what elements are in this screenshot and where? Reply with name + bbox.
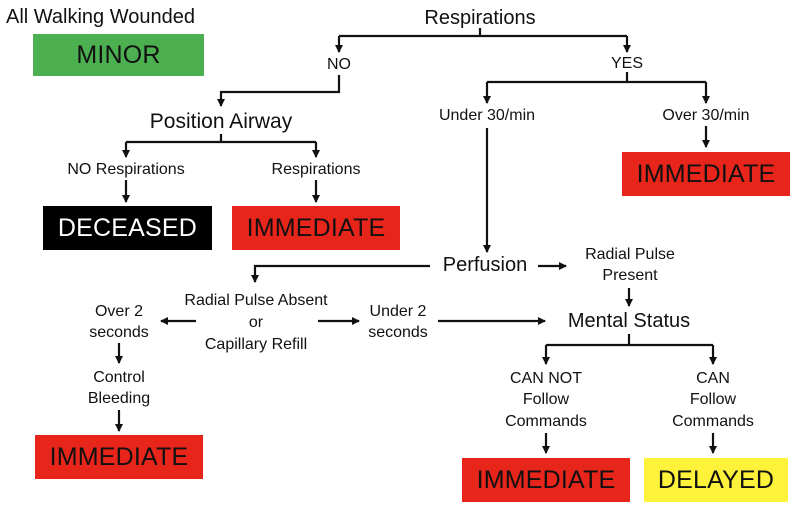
radial-pulse-present-label: Radial Pulse Present xyxy=(585,246,675,285)
minor-box: MINOR xyxy=(33,34,204,76)
deceased-box: DECEASED xyxy=(43,206,212,250)
mental-status-node: Mental Status xyxy=(567,310,691,332)
radial-pulse-absent-label: Radial Pulse Absent or Capillary Refill xyxy=(184,292,328,353)
over-30-label: Over 30/min xyxy=(662,107,750,124)
no-label: NO xyxy=(327,56,351,73)
can-follow-label: CAN Follow Commands xyxy=(672,370,754,430)
yes-label: YES xyxy=(610,55,643,72)
respirations-present-label: Respirations xyxy=(271,161,361,178)
no-respirations-label: NO Respirations xyxy=(67,161,185,178)
immediate-airway-box: IMMEDIATE xyxy=(232,206,400,250)
over-2-seconds-label: Over 2 seconds xyxy=(89,303,149,342)
under-2-seconds-label: Under 2 seconds xyxy=(368,303,428,342)
immediate-over30-box: IMMEDIATE xyxy=(622,152,790,196)
immediate-cannot-follow-box: IMMEDIATE xyxy=(462,458,630,502)
position-airway-node: Position Airway xyxy=(149,110,293,133)
control-bleeding-label: Control Bleeding xyxy=(87,369,151,408)
delayed-box: DELAYED xyxy=(644,458,788,502)
can-not-follow-label: CAN NOT Follow Commands xyxy=(505,370,587,430)
respirations-node: Respirations xyxy=(424,7,536,29)
under-30-label: Under 30/min xyxy=(438,107,536,124)
perfusion-node: Perfusion xyxy=(442,254,528,276)
immediate-bleeding-box: IMMEDIATE xyxy=(35,435,203,479)
walking-wounded-label: All Walking Wounded xyxy=(6,6,195,28)
